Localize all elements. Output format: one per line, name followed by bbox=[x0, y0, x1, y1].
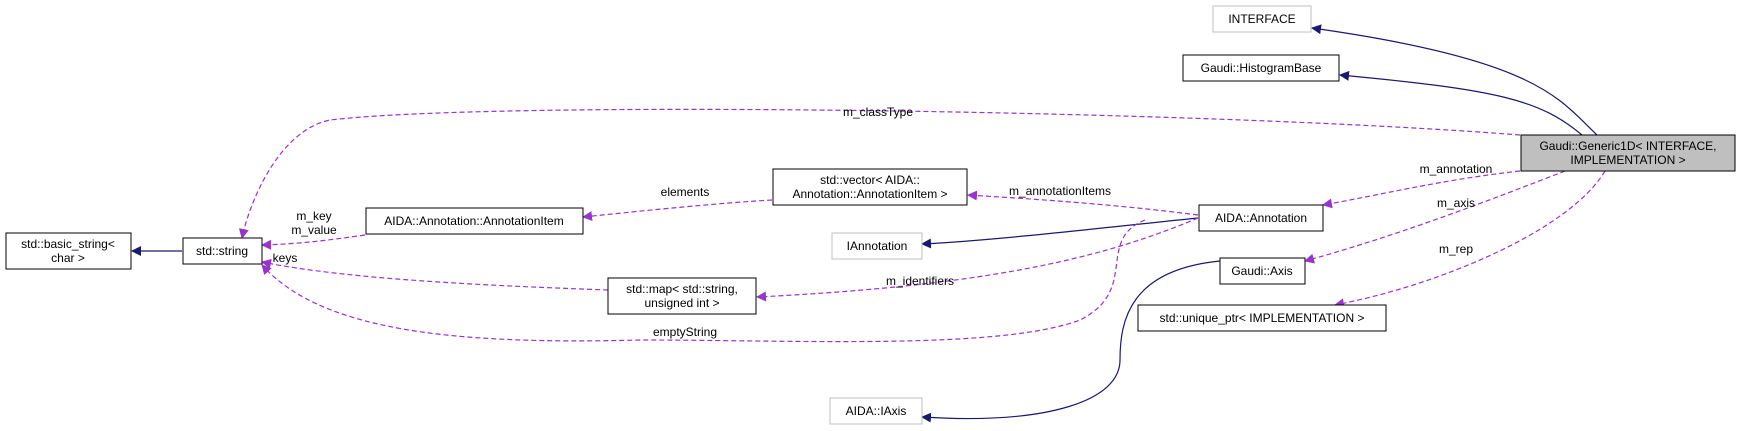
edge-m-annotation bbox=[1322, 170, 1521, 209]
edge-label-keys: keys bbox=[273, 251, 298, 265]
node-unique-ptr[interactable]: std::unique_ptr< IMPLEMENTATION > bbox=[1137, 304, 1387, 332]
node-aida-iaxis-label: AIDA::IAxis bbox=[846, 404, 907, 418]
node-generic1d-label-line2: IMPLEMENTATION > bbox=[1570, 153, 1685, 167]
edge-label-m-annotationitems: m_annotationItems bbox=[1009, 184, 1111, 198]
node-aida-annotation[interactable]: AIDA::Annotation bbox=[1198, 204, 1324, 232]
node-std-map-label-line2: unsigned int > bbox=[644, 296, 719, 310]
node-std-map-label-line1: std::map< std::string, bbox=[626, 282, 738, 296]
node-annotation-item[interactable]: AIDA::Annotation::AnnotationItem bbox=[365, 207, 584, 235]
node-std-string[interactable]: std::string bbox=[182, 237, 263, 265]
node-basic-string-label-line2: char > bbox=[51, 251, 85, 265]
node-unique-ptr-label: std::unique_ptr< IMPLEMENTATION > bbox=[1160, 311, 1365, 325]
edge-m-rep bbox=[1334, 170, 1606, 309]
edge-labels: m_classType elements m_annotationItems m… bbox=[273, 105, 1493, 339]
edge-label-m-rep: m_rep bbox=[1439, 242, 1473, 256]
edge-m-identifiers bbox=[756, 217, 1199, 302]
edge-generic1d-to-histogram-base bbox=[1339, 70, 1583, 136]
node-histogram-base[interactable]: Gaudi::HistogramBase bbox=[1182, 54, 1340, 82]
node-iannotation-label: IAnnotation bbox=[847, 239, 908, 253]
node-iannotation[interactable]: IAnnotation bbox=[831, 232, 923, 260]
edge-keys bbox=[261, 258, 609, 291]
node-aida-iaxis[interactable]: AIDA::IAxis bbox=[829, 397, 923, 425]
edge-elements bbox=[582, 199, 773, 222]
node-vector-items-label-line2: Annotation::AnnotationItem > bbox=[792, 187, 947, 201]
edge-label-m-classtype: m_classType bbox=[843, 105, 913, 119]
node-annotation-item-label: AIDA::Annotation::AnnotationItem bbox=[384, 214, 563, 228]
node-interface-label: INTERFACE bbox=[1228, 12, 1295, 26]
node-generic1d[interactable]: Gaudi::Generic1D< INTERFACE, IMPLEMENTAT… bbox=[1520, 134, 1736, 172]
edge-label-m-axis: m_axis bbox=[1437, 196, 1475, 210]
edge-label-elements: elements bbox=[661, 185, 710, 199]
node-generic1d-label-line1: Gaudi::Generic1D< INTERFACE, bbox=[1539, 139, 1716, 153]
edges bbox=[131, 24, 1606, 423]
edge-m-annotationitems bbox=[967, 190, 1199, 216]
node-basic-string[interactable]: std::basic_string< char > bbox=[5, 232, 132, 270]
node-std-string-label: std::string bbox=[196, 244, 248, 258]
edge-label-m-value: m_value bbox=[291, 223, 337, 237]
edge-label-m-annotation: m_annotation bbox=[1420, 162, 1493, 176]
edge-label-m-key: m_key bbox=[296, 209, 331, 223]
node-vector-items-label-line1: std::vector< AIDA:: bbox=[820, 173, 920, 187]
node-interface[interactable]: INTERFACE bbox=[1212, 5, 1312, 33]
node-basic-string-label-line1: std::basic_string< bbox=[21, 237, 115, 251]
edge-m-axis bbox=[1304, 170, 1566, 264]
edge-label-emptystring: emptyString bbox=[653, 325, 717, 339]
node-std-map[interactable]: std::map< std::string, unsigned int > bbox=[607, 277, 757, 315]
edge-generic1d-to-interface bbox=[1311, 24, 1598, 136]
node-gaudi-axis[interactable]: Gaudi::Axis bbox=[1219, 257, 1306, 285]
edge-aida-annotation-to-iannotation bbox=[921, 217, 1199, 249]
nodes: INTERFACE Gaudi::HistogramBase Gaudi::Ge… bbox=[5, 5, 1736, 425]
node-aida-annotation-label: AIDA::Annotation bbox=[1215, 211, 1307, 225]
edge-gaudi-axis-to-aida-iaxis bbox=[921, 260, 1221, 423]
node-gaudi-axis-label: Gaudi::Axis bbox=[1231, 264, 1292, 278]
node-vector-items[interactable]: std::vector< AIDA:: Annotation::Annotati… bbox=[772, 168, 968, 206]
edge-m-key-m-value bbox=[261, 234, 366, 250]
edge-emptystring bbox=[261, 219, 1146, 343]
edge-label-m-identifiers: m_identifiers bbox=[886, 274, 954, 288]
node-histogram-base-label: Gaudi::HistogramBase bbox=[1201, 61, 1322, 75]
edge-m-classtype bbox=[238, 108, 1521, 239]
